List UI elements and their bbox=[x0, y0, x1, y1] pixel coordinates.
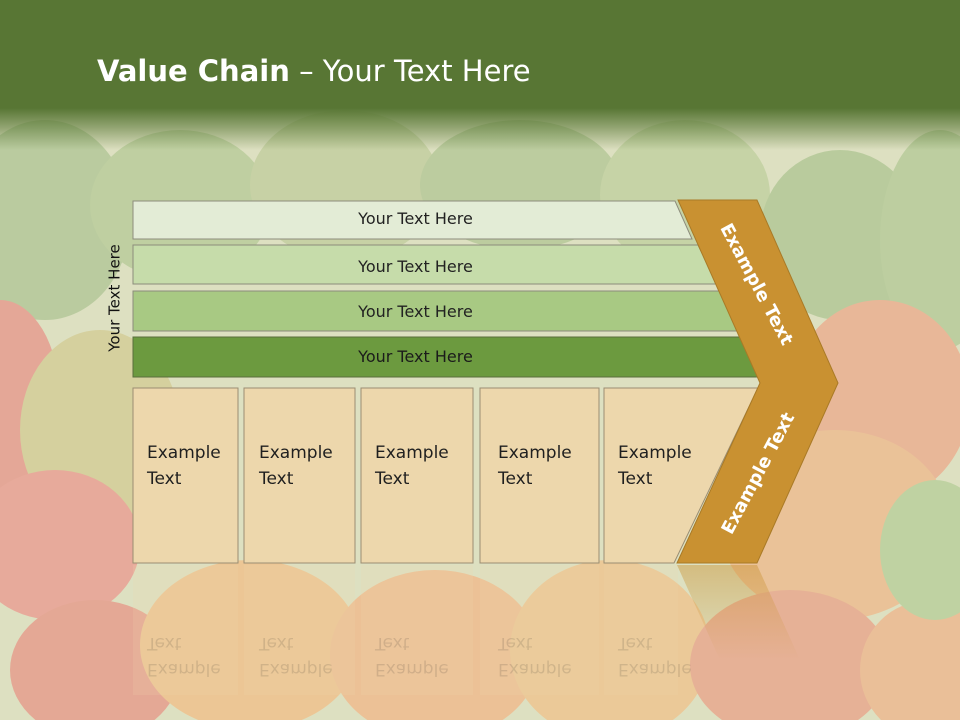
margin-chevron-reflection bbox=[677, 565, 800, 660]
activity-box-5-label-reflection: Example Text bbox=[618, 633, 692, 679]
activity-box-5-reflection bbox=[604, 565, 678, 695]
activity-box-2-label-reflection: Example Text bbox=[259, 633, 333, 679]
activity-box-2-label: Example Text bbox=[259, 443, 333, 489]
slide-title-rest: – Your Text Here bbox=[289, 54, 531, 88]
support-bar-3-label: Your Text Here bbox=[358, 302, 473, 321]
support-bar-2-label: Your Text Here bbox=[358, 257, 473, 276]
activity-box-1-reflection bbox=[133, 565, 238, 695]
activity-box-3-reflection bbox=[361, 565, 473, 695]
activity-box-1-label: Example Text bbox=[147, 443, 221, 489]
activity-box-3-label-reflection: Example Text bbox=[375, 633, 449, 679]
header-band bbox=[0, 0, 960, 150]
activity-box-5 bbox=[603, 387, 759, 564]
activity-box-5-label: Example Text bbox=[618, 443, 692, 489]
activity-box-1-label-reflection: Example Text bbox=[147, 633, 221, 679]
support-bar-1-label: Your Text Here bbox=[358, 209, 473, 228]
activity-box-3 bbox=[360, 387, 474, 564]
vertical-side-label: Your Text Here bbox=[100, 244, 130, 351]
support-bar-1 bbox=[132, 200, 693, 240]
slide-title-bold: Value Chain bbox=[97, 54, 290, 88]
side-label-text: Your Text Here bbox=[106, 244, 124, 352]
activity-box-2-reflection bbox=[244, 565, 355, 695]
slide-title: Value Chain – Your Text Here bbox=[97, 54, 531, 88]
activity-box-4 bbox=[479, 387, 600, 564]
activity-box-4-label: Example Text bbox=[498, 443, 572, 489]
activity-box-2 bbox=[243, 387, 356, 564]
activity-box-4-label-reflection: Example Text bbox=[498, 633, 572, 679]
margin-chevron-arrow bbox=[676, 199, 839, 564]
support-bar-4-label: Your Text Here bbox=[358, 347, 473, 366]
activity-box-1 bbox=[132, 387, 239, 564]
activity-box-4-reflection bbox=[480, 565, 599, 695]
activity-box-3-label: Example Text bbox=[375, 443, 449, 489]
